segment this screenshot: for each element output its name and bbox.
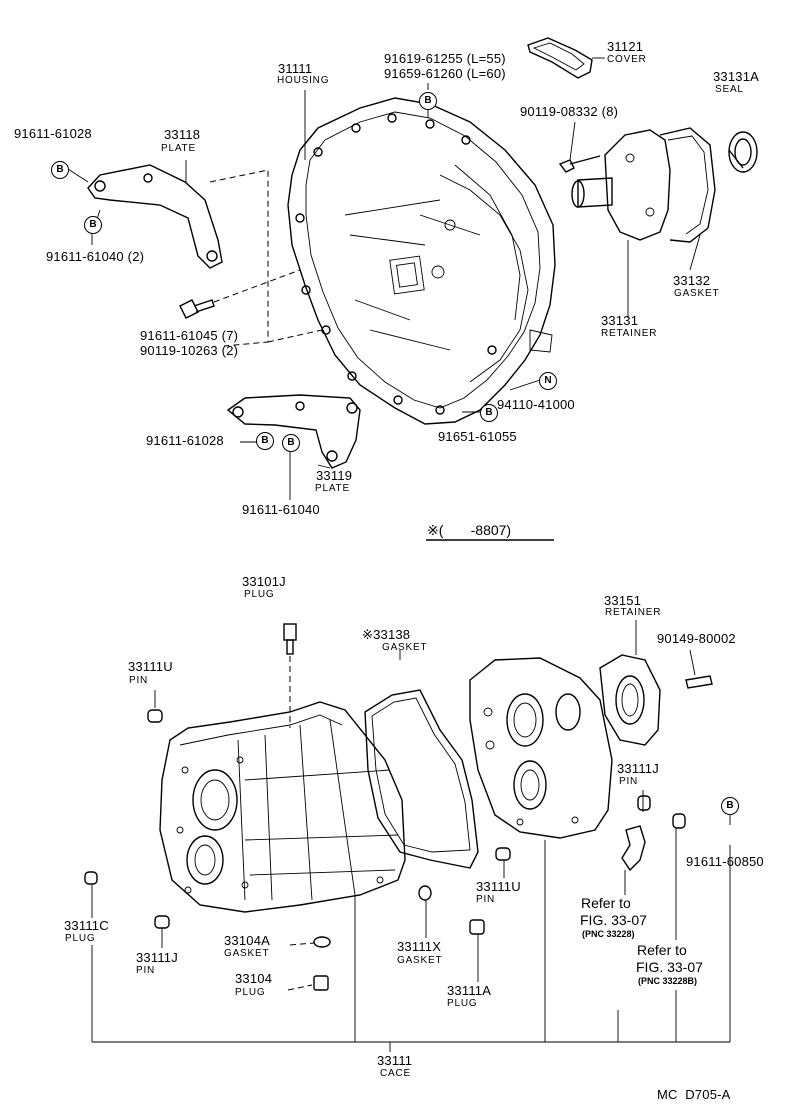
plug-33101j-number: 33101J — [242, 574, 286, 589]
seal-drawing — [728, 131, 758, 173]
pin-33111j-low-number: 33111J — [136, 950, 178, 965]
housing-bolt-line1: 91611-61045 (7) — [140, 328, 239, 343]
ref2-line2: FIG. 33-07 — [636, 959, 703, 975]
nut-number: 94110-41000 — [497, 397, 575, 412]
housing-bolt-drawing — [179, 299, 215, 319]
marker-n-icon: N — [539, 372, 557, 390]
plate-33118-bolt-b: 91611-61040 (2) — [46, 249, 145, 264]
pin-33111j-low-name: PIN — [136, 965, 156, 976]
plate-33119-drawing — [226, 394, 361, 469]
plate-33118-drawing — [87, 164, 223, 269]
cover-bolt-line1: 91619-61255 (L=55) — [384, 51, 506, 66]
plug-33104-number: 33104 — [235, 971, 273, 986]
plug-33111c-name: PLUG — [65, 933, 96, 944]
cover-bolt-line2: 91659-61260 (L=60) — [384, 66, 506, 81]
gasket-33138-number: ※33138 — [362, 627, 411, 642]
cover-number: 31121 — [607, 39, 644, 54]
retainer-33151-number: 33151 — [604, 593, 642, 608]
housing-name: HOUSING — [277, 75, 330, 86]
plate-33119-number: 33119 — [316, 468, 353, 483]
marker-b-icon: B — [256, 432, 274, 450]
marker-b-icon: B — [51, 161, 69, 179]
seal-number: 33131A — [713, 69, 760, 84]
retainer-drawing — [558, 127, 716, 243]
marker-b-icon: B — [84, 216, 102, 234]
marker-b-icon: B — [419, 92, 437, 110]
seal-name: SEAL — [715, 84, 744, 95]
gasket-33111x-number: 33111X — [397, 939, 442, 954]
retainer-bolt-number: 90149-80002 — [657, 631, 736, 646]
cover-drawing — [527, 37, 593, 79]
marker-b-icon: B — [282, 434, 300, 452]
plug-33104-name: PLUG — [235, 987, 266, 998]
gasket-name: GASKET — [674, 288, 720, 299]
housing-number: 31111 — [278, 61, 313, 76]
gasket-number: 33132 — [673, 273, 711, 288]
plate-33118-name: PLATE — [161, 143, 196, 154]
pin-33111u-mid-name: PIN — [476, 894, 496, 905]
plate-33119-name: PLATE — [315, 483, 350, 494]
case-number: 33111 — [377, 1053, 413, 1068]
case-name: CACE — [380, 1068, 411, 1079]
plug-33111c-number: 33111C — [64, 918, 109, 933]
retainer-number: 33131 — [601, 313, 639, 328]
ref1-pnc: (PNC 33228) — [582, 929, 635, 939]
footer-code: MC D705-A — [657, 1087, 731, 1102]
gasket-33138-name: GASKET — [382, 642, 428, 653]
retainer-bolt-number: 90119-08332 (8) — [520, 104, 619, 119]
retainer-33151-drawing — [599, 654, 661, 746]
gasket-33104a-number: 33104A — [224, 933, 271, 948]
bottom-leader-lines — [91, 620, 731, 1052]
plate-33119-bolt-b: 91611-61040 — [242, 502, 320, 517]
plug-33101j-name: PLUG — [244, 589, 275, 600]
ref1-line1: Refer to — [581, 895, 631, 911]
adapter-plate-drawing — [469, 657, 613, 839]
pin-33111u-left-number: 33111U — [128, 659, 173, 674]
housing-bolt-b-number: 91651-61055 — [438, 429, 517, 444]
plate-33118-bolt-a: 91611-61028 — [14, 126, 92, 141]
pin-33111j-right-number: 33111J — [617, 761, 659, 776]
marker-b-icon: B — [480, 404, 498, 422]
small-parts — [84, 623, 713, 991]
pin-33111u-mid-number: 33111U — [476, 879, 521, 894]
cover-name: COVER — [607, 54, 647, 65]
plug-33111a-name: PLUG — [447, 998, 478, 1009]
pin-33111j-right-name: PIN — [619, 776, 639, 787]
marker-b-icon: B — [721, 797, 739, 815]
case-drawing — [159, 701, 406, 913]
ref2-line1: Refer to — [637, 942, 687, 958]
ref1-line2: FIG. 33-07 — [580, 912, 647, 928]
gasket-33138-drawing — [364, 689, 479, 869]
retainer-33151-name: RETAINER — [605, 607, 662, 618]
plug-33111a-number: 33111A — [447, 983, 492, 998]
divider-note: ※( -8807) — [427, 522, 512, 538]
plate-33119-bolt-a: 91611-61028 — [146, 433, 224, 448]
bolt-91611-60850-number: 91611-60850 — [686, 854, 764, 869]
gasket-33104a-name: GASKET — [224, 948, 270, 959]
retainer-name: RETAINER — [601, 328, 658, 339]
top-leader-lines — [67, 57, 701, 500]
pin-33111u-left-name: PIN — [129, 675, 149, 686]
plate-33118-number: 33118 — [164, 127, 201, 142]
gasket-33111x-name: GASKET — [397, 955, 443, 966]
housing-bolt-line2: 90119-10263 (2) — [140, 343, 239, 358]
housing-drawing — [287, 97, 556, 425]
ref2-pnc: (PNC 33228B) — [638, 976, 698, 986]
